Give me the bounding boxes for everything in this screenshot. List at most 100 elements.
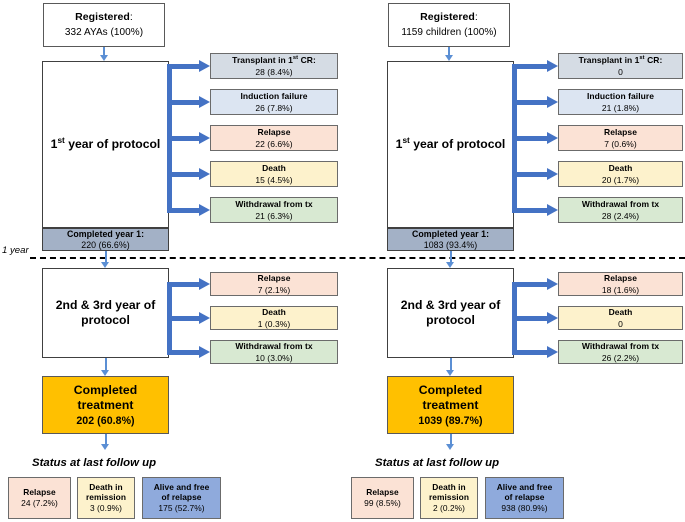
arrow-year23-withdrawal-from-tx-aya <box>167 345 210 359</box>
outcome-title: Relapse <box>257 273 291 284</box>
arrow-stem <box>167 63 200 69</box>
one-year-label: 1 year <box>2 245 29 256</box>
connector-stem <box>104 434 107 445</box>
arrow-head <box>199 131 210 144</box>
completed-treatment-line2: treatment <box>422 397 479 412</box>
arrow-stem <box>512 315 548 321</box>
arrow-head <box>547 345 558 358</box>
outcome-box-year1-transplant-in-first-cr-children: Transplant in 1st CR:0 <box>558 53 683 79</box>
completed-year1-count: 1083 (93.4%) <box>423 240 478 250</box>
year1-protocol-box-aya: 1st year of protocol <box>42 61 169 228</box>
status-title-line2: of relapse <box>161 492 202 503</box>
arrow-head <box>199 345 210 358</box>
outcome-count: 7 (0.6%) <box>604 138 637 149</box>
registered-title: Registered <box>420 11 475 24</box>
arrow-stem <box>167 207 200 213</box>
connector-arrowhead <box>444 55 453 61</box>
riser-year23-aya <box>167 281 172 355</box>
arrow-stem <box>167 135 200 141</box>
outcome-count: 21 (1.8%) <box>601 102 640 113</box>
connector-registered-to-year1-aya <box>99 47 109 61</box>
year23-protocol-label-line1: 2nd & 3rd year of <box>400 297 501 312</box>
completed-year1-count: 220 (66.6%) <box>81 240 130 250</box>
outcome-count: 0 <box>618 318 623 329</box>
year23-protocol-label-line2: protocol <box>81 313 130 327</box>
outcome-box-year1-transplant-in-first-cr-aya: Transplant in 1st CR:28 (8.4%) <box>210 53 338 79</box>
outcome-title: Relapse <box>604 127 637 138</box>
year1-protocol-label: 1st year of protocol <box>50 134 161 151</box>
connector-registered-to-year1-children <box>444 47 454 61</box>
connector-arrowhead <box>101 370 109 376</box>
arrow-stem <box>167 281 200 287</box>
status-count: 938 (80.9%) <box>501 503 548 514</box>
connector-year23-to-completed-children <box>446 358 455 376</box>
arrow-head <box>199 277 210 290</box>
outcome-count: 22 (6.6%) <box>255 138 293 149</box>
connector-arrowhead <box>101 262 109 268</box>
year1-protocol-box-children: 1st year of protocol <box>387 61 514 228</box>
connector-stem <box>449 358 452 371</box>
status-count: 2 (0.2%) <box>432 503 466 514</box>
arrow-year1-death-children <box>512 167 558 181</box>
connector-year23-to-completed-aya <box>101 358 110 376</box>
riser-year1-aya <box>167 63 172 213</box>
arrow-year23-relapse-aya <box>167 277 210 291</box>
connector-completed-to-status-aya <box>101 434 110 450</box>
completed-treatment-line2: treatment <box>77 397 134 412</box>
connector-arrowhead <box>446 370 454 376</box>
outcome-title: Death <box>608 307 633 318</box>
arrow-stem <box>167 349 200 355</box>
connector-year1-to-year23-aya <box>101 251 110 268</box>
connector-arrowhead <box>446 444 454 450</box>
outcome-count: 28 (2.4%) <box>601 210 640 221</box>
completed-treatment-count: 202 (60.8%) <box>76 414 135 427</box>
riser-year23-children <box>512 281 517 355</box>
outcome-count: 26 (7.8%) <box>255 102 293 113</box>
arrow-year1-relapse-aya <box>167 131 210 145</box>
status-count: 3 (0.9%) <box>89 503 123 514</box>
arrow-head <box>199 59 210 72</box>
connector-stem <box>104 358 107 371</box>
arrow-year1-induction-failure-children <box>512 95 558 109</box>
connector-stem <box>449 434 452 445</box>
outcome-count: 15 (4.5%) <box>255 174 293 185</box>
arrow-stem <box>512 135 548 141</box>
outcome-title: Withdrawal from tx <box>581 199 660 210</box>
outcome-count: 28 (8.4%) <box>255 66 293 77</box>
connector-completed-to-status-children <box>446 434 455 450</box>
outcome-title: Transplant in 1st CR: <box>578 55 663 66</box>
arrow-year1-death-aya <box>167 167 210 181</box>
registered-count: 1159 children (100%) <box>401 26 497 38</box>
arrow-stem <box>512 349 548 355</box>
outcome-title: Withdrawal from tx <box>235 341 313 352</box>
arrow-stem <box>512 99 548 105</box>
registered-title: Registered <box>75 11 130 24</box>
registered-label: Registered: <box>420 11 478 23</box>
outcome-title: Death <box>262 307 286 318</box>
arrow-head <box>547 167 558 180</box>
year23-protocol-label-line1: 2nd & 3rd year of <box>55 297 156 312</box>
arrow-year23-withdrawal-from-tx-children <box>512 345 558 359</box>
arrow-year1-withdrawal-from-tx-children <box>512 203 558 217</box>
status-title-line1: Death in <box>89 482 123 493</box>
outcome-title: Withdrawal from tx <box>581 341 660 352</box>
status-count: 99 (8.5%) <box>364 497 401 508</box>
arrow-head <box>547 131 558 144</box>
arrow-year23-death-children <box>512 311 558 325</box>
connector-stem <box>449 251 452 263</box>
status-title-line1: Death in <box>432 482 466 493</box>
arrow-year1-withdrawal-from-tx-aya <box>167 203 210 217</box>
outcome-title: Withdrawal from tx <box>235 199 313 210</box>
status-count: 175 (52.7%) <box>158 503 205 514</box>
